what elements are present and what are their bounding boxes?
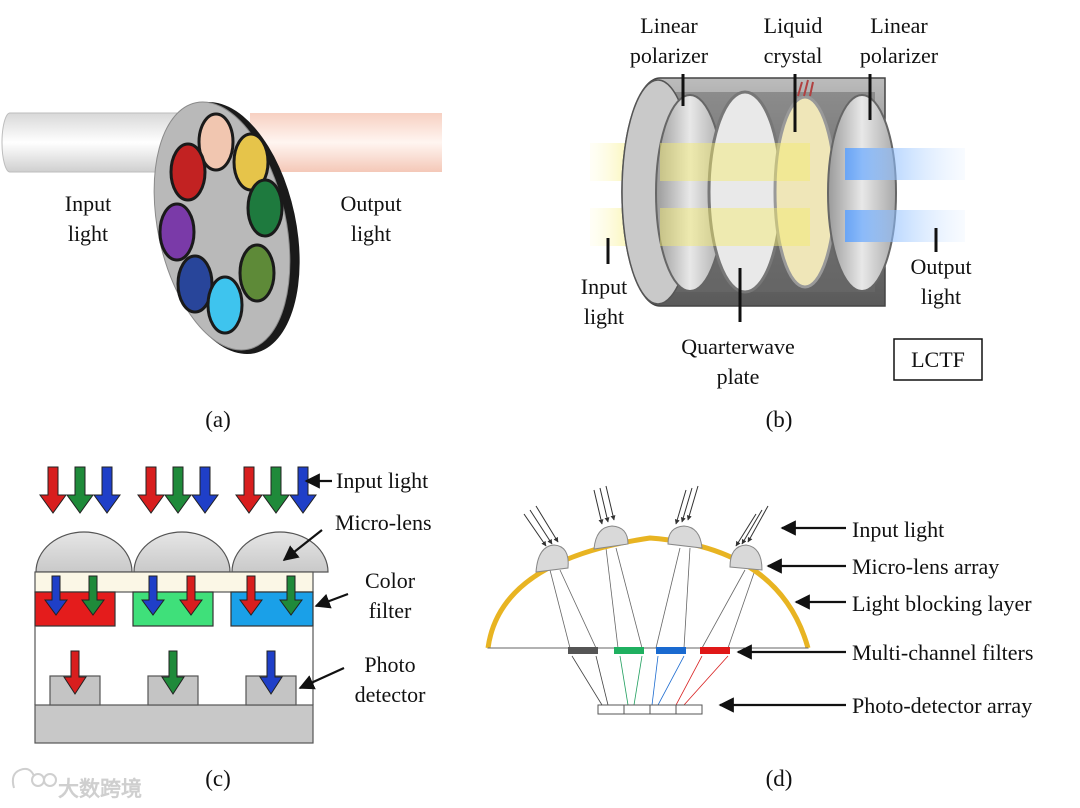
a-output-label-1: Output <box>340 191 401 216</box>
d-light-blocking-layer <box>485 535 811 649</box>
b-liquid-crystal-b: crystal <box>764 43 823 68</box>
filter-cyan <box>206 275 244 335</box>
caption-c: (c) <box>205 766 231 791</box>
watermark: 大数跨境 <box>11 767 142 801</box>
c-input-arrows <box>39 466 317 514</box>
c-spacer-layer <box>34 571 314 593</box>
d-multi-channel-label: Multi-channel filters <box>852 640 1033 665</box>
beam-inside-top <box>660 143 810 181</box>
filter-red <box>169 142 207 202</box>
d-filter-gray <box>568 647 598 654</box>
c-filter-blue <box>230 591 314 627</box>
b-linear-polarizer-1a: Linear <box>640 13 698 38</box>
d-filter-green <box>614 647 644 654</box>
d-photo-detector-array-label: Photo-detector array <box>852 693 1032 718</box>
filter-purple <box>158 202 196 262</box>
b-input-label-1: Input <box>581 274 627 299</box>
b-output-label-2: light <box>921 284 961 309</box>
a-input-label-1: Input <box>65 191 111 216</box>
c-photo-label: Photo <box>364 652 415 677</box>
b-liquid-crystal-a: Liquid <box>764 13 823 38</box>
d-pointer-arrows <box>718 520 846 713</box>
liquid-crystal-disc <box>773 95 837 289</box>
panel-b: Linear polarizer Liquid crystal Linear p… <box>581 13 983 432</box>
output-beam-top <box>845 148 965 180</box>
d-light-blocking-label: Light blocking layer <box>852 591 1032 616</box>
b-input-label-2: light <box>584 304 624 329</box>
c-color-label: Color <box>365 568 416 593</box>
d-micro-lenses <box>535 525 763 573</box>
c-micro-lenses <box>35 531 329 573</box>
d-input-ray-bundles <box>523 485 769 547</box>
lctf-label-box <box>893 338 983 381</box>
panel-c: Input light Micro-lens Color filter Phot… <box>34 466 432 791</box>
b-quarterwave-a: Quarterwave <box>681 334 795 359</box>
c-input-light-label: Input light <box>336 468 428 493</box>
beam-inside-bottom <box>660 208 810 246</box>
lc-wires <box>797 79 814 97</box>
c-micro-lens-label: Micro-lens <box>335 510 432 535</box>
b-output-label-1: Output <box>910 254 971 279</box>
watermark-text: 大数跨境 <box>58 777 142 801</box>
b-quarterwave-b: plate <box>717 364 760 389</box>
d-photo-detector-array <box>597 704 703 715</box>
c-filter-green <box>132 591 214 627</box>
quarterwave-plate-disc <box>707 90 783 294</box>
c-detector-label: detector <box>355 682 427 707</box>
watermark-logo-icon <box>11 767 57 789</box>
lctf-label: LCTF <box>911 347 965 372</box>
linear-polarizer-2-disc <box>827 94 897 292</box>
filter-peach <box>197 112 235 172</box>
d-filter-red <box>700 647 730 654</box>
d-rays <box>549 547 756 706</box>
b-leader-lines <box>606 74 938 322</box>
panel-d: Input light Micro-lens array Light block… <box>485 485 1033 791</box>
d-filter-blue <box>656 647 686 654</box>
d-micro-lens-array-label: Micro-lens array <box>852 554 999 579</box>
c-pointer-arrows <box>282 473 349 690</box>
b-linear-polarizer-1b: polarizer <box>630 43 709 68</box>
b-linear-polarizer-2a: Linear <box>870 13 928 38</box>
b-linear-polarizer-2b: polarizer <box>860 43 939 68</box>
c-filter-label: filter <box>369 598 412 623</box>
c-detector-arrows <box>63 650 283 695</box>
output-beam <box>250 113 442 172</box>
input-beam <box>1 112 201 173</box>
caption-b: (b) <box>766 407 793 432</box>
a-input-label-2: light <box>68 221 108 246</box>
output-beam-bottom <box>845 210 965 242</box>
filter-olive <box>238 243 276 303</box>
wheel-filters <box>158 112 284 335</box>
caption-d: (d) <box>766 766 793 791</box>
c-substrate <box>34 704 314 744</box>
c-filter-red <box>34 591 116 627</box>
caption-a: (a) <box>205 407 231 432</box>
panel-a: Input light Output light (a) <box>1 101 442 432</box>
filter-darkgreen <box>246 178 284 238</box>
d-dome <box>487 537 809 649</box>
d-input-light-label: Input light <box>852 517 944 542</box>
c-filter-arrows <box>44 575 303 616</box>
a-output-label-2: light <box>351 221 391 246</box>
